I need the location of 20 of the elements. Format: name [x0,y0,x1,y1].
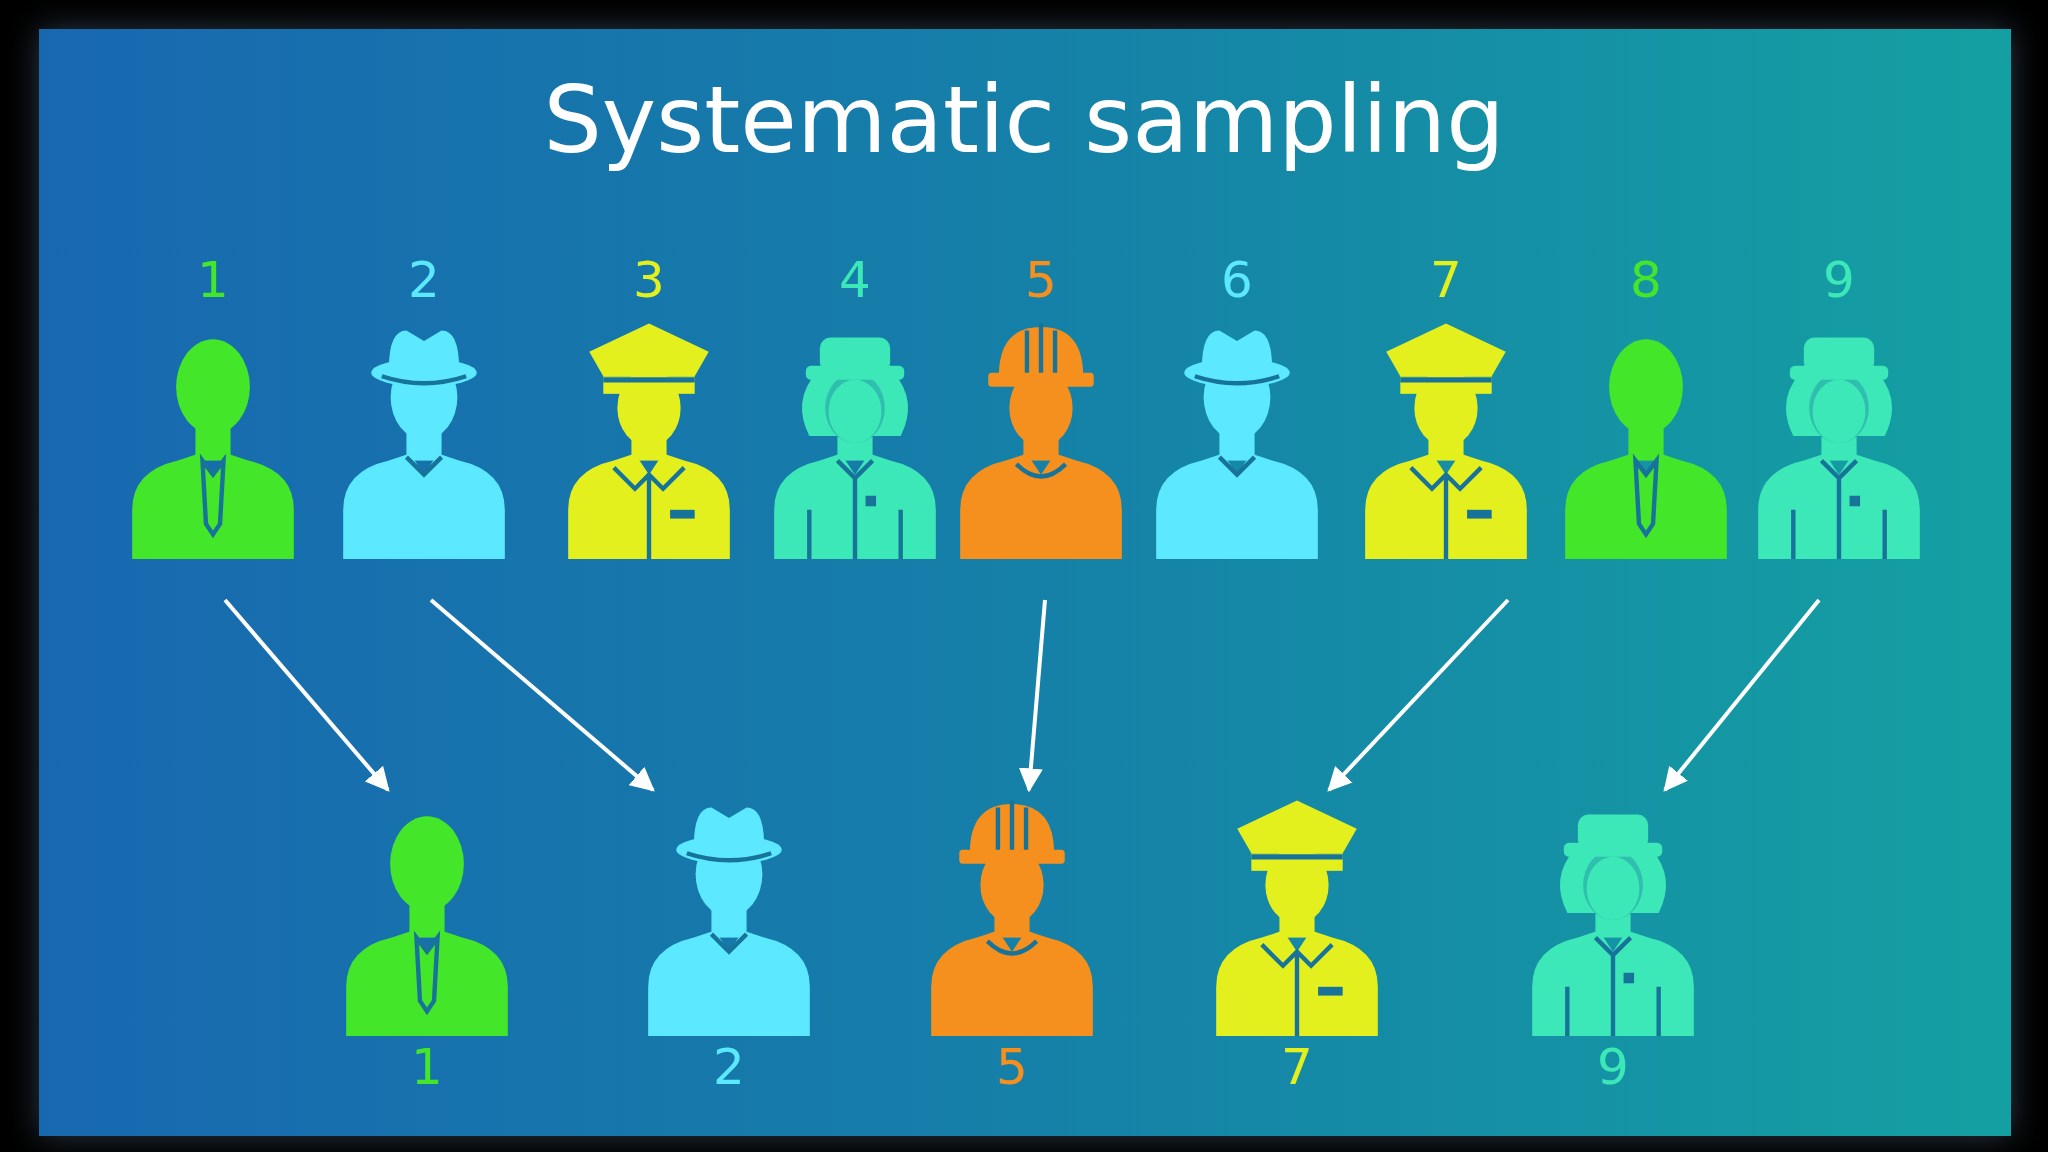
number-label: 7 [1281,1042,1313,1092]
number-label: 5 [996,1042,1028,1092]
arrow [1327,598,1510,792]
arrow [429,598,655,792]
number-label: 6 [1221,255,1253,305]
number-label: 7 [1430,255,1462,305]
title: Systematic sampling [542,70,1506,172]
number-label: 1 [197,255,229,305]
number-label: 5 [1025,255,1057,305]
number-label: 9 [1823,255,1855,305]
number-label: 4 [839,255,871,305]
number-label: 9 [1597,1042,1629,1092]
arrow [1663,598,1821,792]
number-label: 2 [408,255,440,305]
number-label: 2 [713,1042,745,1092]
number-label: 3 [633,255,665,305]
number-label: 1 [411,1042,443,1092]
arrow [1018,599,1047,793]
arrow [223,598,390,792]
number-label: 8 [1630,255,1662,305]
